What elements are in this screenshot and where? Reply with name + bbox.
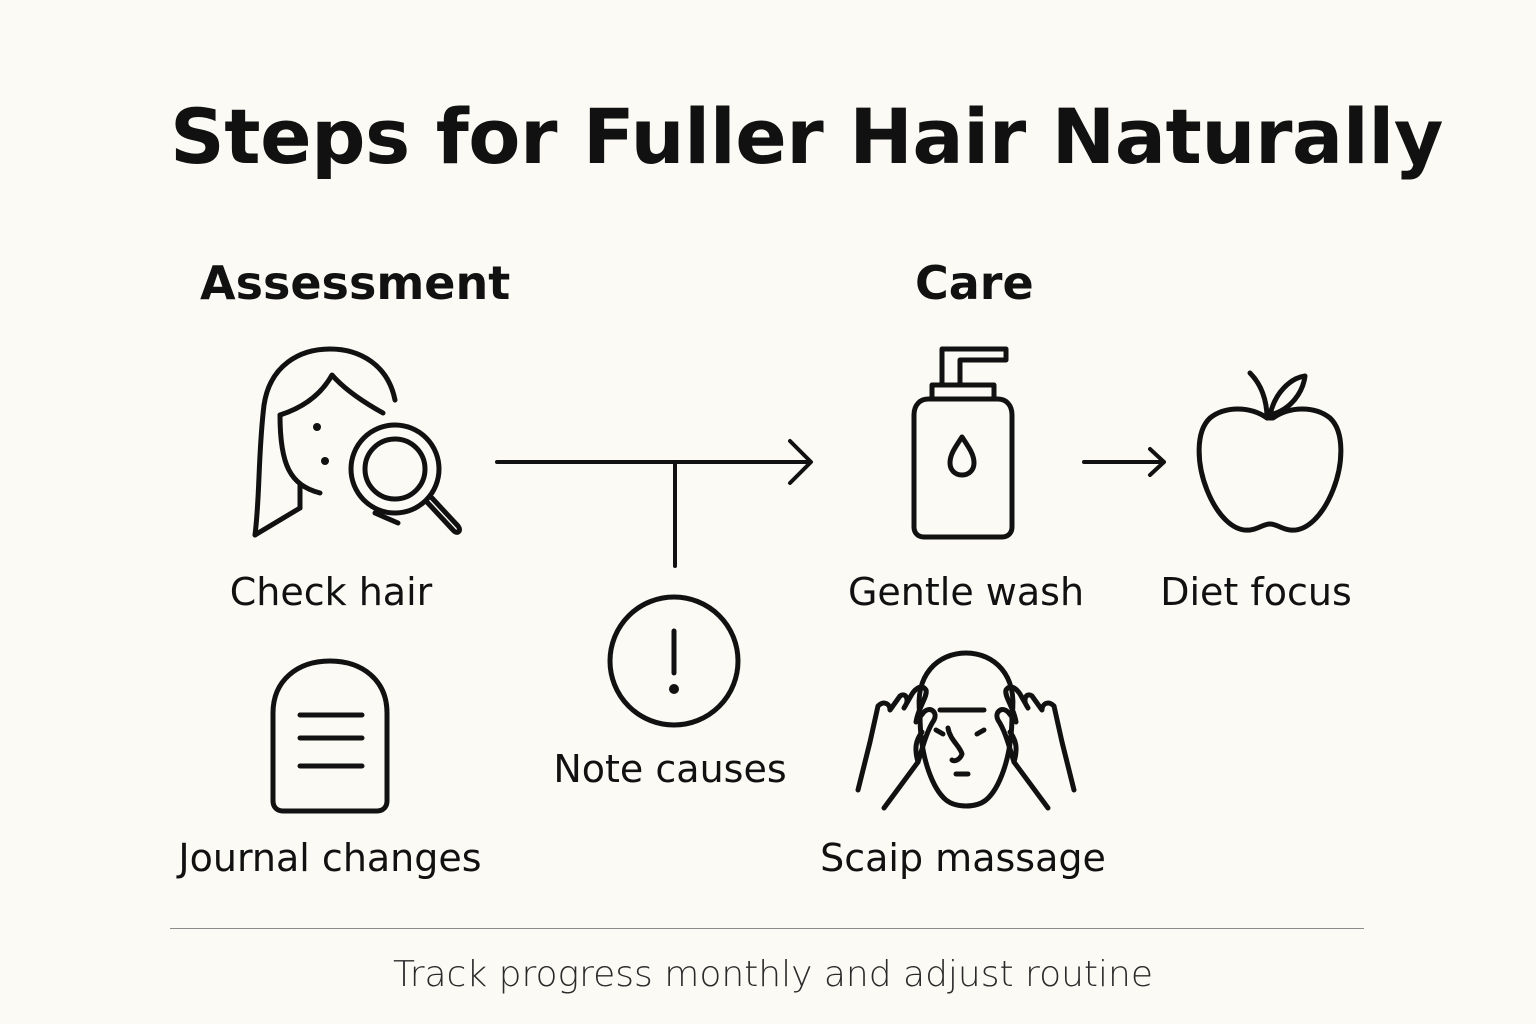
pump-bottle-icon — [910, 345, 1016, 541]
step-label-scalp-massage: Scaip massage — [820, 836, 1106, 880]
main-flow-arrow — [495, 439, 813, 485]
step-label-diet-focus: Diet focus — [1160, 570, 1352, 614]
head-massage-icon — [855, 650, 1077, 811]
step-label-gentle-wash: Gentle wash — [847, 570, 1085, 614]
woman-magnifier-icon — [250, 345, 465, 545]
apple-icon — [1195, 370, 1345, 540]
footer-divider — [170, 928, 1364, 929]
section-heading-care: Care — [915, 256, 1034, 310]
step-label-check-hair: Check hair — [229, 570, 433, 614]
section-heading-assessment: Assessment — [200, 256, 511, 310]
care-flow-arrow — [1082, 447, 1166, 477]
journal-icon — [270, 658, 392, 814]
step-label-journal-changes: Journal changes — [178, 836, 482, 880]
exclamation-circle-icon — [606, 593, 742, 729]
page-title: Steps for Fuller Hair Naturally — [170, 92, 1443, 181]
step-label-note-causes: Note causes — [553, 747, 787, 791]
footer-note: Track progress monthly and adjust routin… — [393, 954, 1153, 995]
